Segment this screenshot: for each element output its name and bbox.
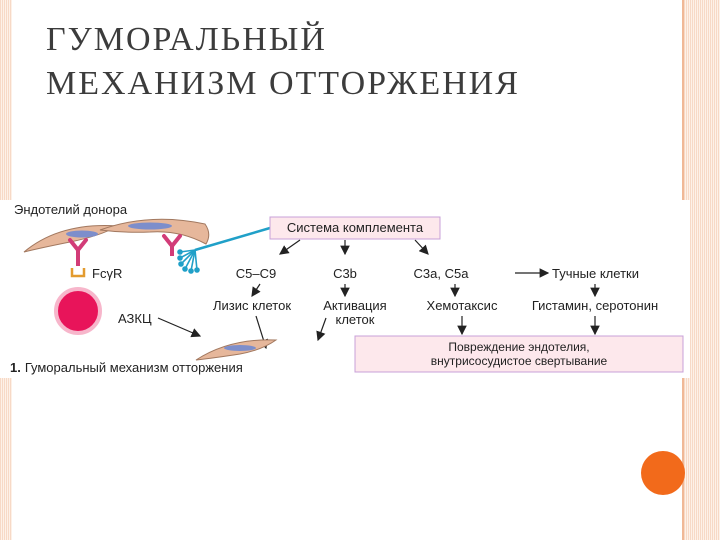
endothelial-damage-box bbox=[354, 335, 684, 373]
arrow-to-c5c9 bbox=[279, 239, 301, 255]
antibody-2 bbox=[162, 234, 182, 256]
antibody-1 bbox=[68, 238, 88, 266]
arrow-adcc-to-cell bbox=[157, 317, 202, 338]
title-line-1: ГУМОРАЛЬНЫЙ bbox=[46, 21, 327, 58]
complement-connector-line bbox=[194, 226, 271, 252]
c5-c9-label: С5–С9 bbox=[236, 266, 276, 281]
damaged-cell-nucleus bbox=[224, 345, 256, 351]
caption-number: 1. bbox=[10, 360, 21, 375]
mast-cells-label: Тучные клетки bbox=[552, 266, 639, 281]
title-line-2: МЕХАНИЗМ ОТТОРЖЕНИЯ bbox=[46, 65, 520, 102]
c3b-label: С3b bbox=[333, 266, 357, 281]
endothelial-nucleus-1 bbox=[66, 230, 98, 238]
humoral-rejection-diagram: Эндотелий донора FcγR С bbox=[0, 200, 690, 378]
fc-receptor-label: FcγR bbox=[92, 266, 122, 281]
chemotaxis-label: Хемотаксис bbox=[427, 298, 498, 313]
nk-cell-icon bbox=[54, 287, 102, 335]
endothelial-cell-2 bbox=[99, 218, 210, 245]
orange-circle-decoration bbox=[641, 451, 685, 495]
histamine-serotonin-label: Гистамин, серотонин bbox=[532, 298, 658, 313]
cell-lysis-label: Лизис клеток bbox=[213, 298, 291, 313]
donor-endothelium-label: Эндотелий донора bbox=[14, 202, 128, 217]
slide-title: ГУМОРАЛЬНЫЙ МЕХАНИЗМ ОТТОРЖЕНИЯ bbox=[46, 18, 646, 106]
damage-label-2: внутрисосудистое свертывание bbox=[431, 354, 608, 368]
adcc-label: АЗКЦ bbox=[118, 311, 152, 326]
arrow-to-c3a-c5a bbox=[414, 239, 429, 255]
diagram-canvas: Эндотелий донора FcγR С bbox=[10, 202, 684, 375]
c3a-c5a-label: С3а, С5а bbox=[414, 266, 470, 281]
damage-label-1: Повреждение эндотелия, bbox=[448, 340, 589, 354]
complement-system-box bbox=[269, 216, 441, 240]
complement-fan-icon bbox=[177, 249, 200, 274]
arrow-activation-to-damage bbox=[316, 317, 327, 342]
complement-system-label: Система комплемента bbox=[287, 220, 424, 235]
figure-caption: 1. Гуморальный механизм отторжения bbox=[10, 360, 243, 375]
caption-text: Гуморальный механизм отторжения bbox=[25, 360, 243, 375]
fc-receptor-icon bbox=[70, 268, 86, 278]
arrow-to-lysis bbox=[251, 283, 261, 297]
cell-activation-label-2: клеток bbox=[336, 312, 375, 327]
cell-activation-label-1: Активация bbox=[323, 298, 386, 313]
endothelial-nucleus-2 bbox=[128, 222, 172, 230]
